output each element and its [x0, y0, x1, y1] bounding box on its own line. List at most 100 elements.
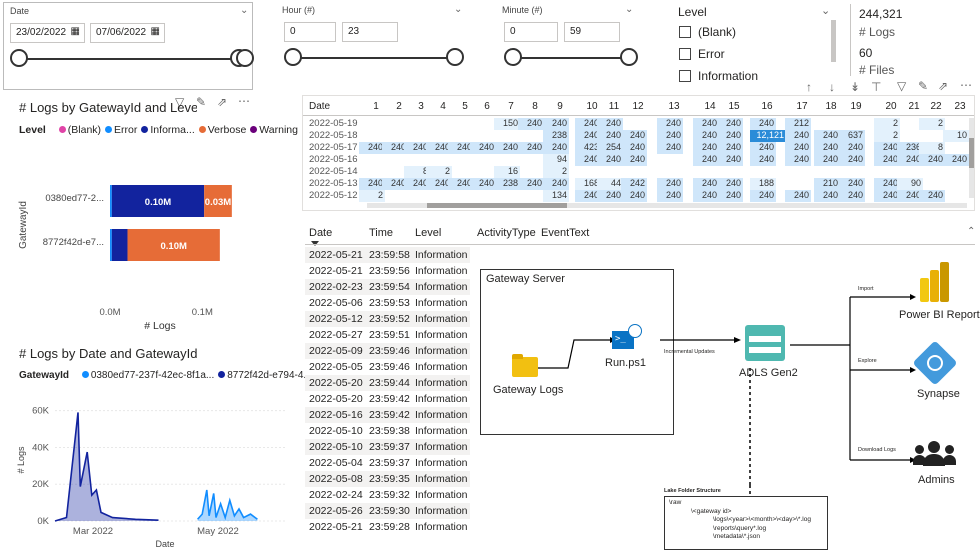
matrix-cell[interactable]: 240 [943, 154, 969, 166]
matrix-cell[interactable]: 240 [518, 142, 544, 154]
matrix-cell[interactable]: 240 [621, 130, 647, 142]
matrix-cell[interactable]: 240 [470, 178, 496, 190]
matrix-cell[interactable]: 240 [597, 154, 623, 166]
matrix-cell[interactable]: 10 [943, 130, 969, 142]
date-to-input[interactable]: 07/06/2022▦ [90, 23, 165, 43]
matrix-cell[interactable]: 240 [750, 154, 776, 166]
matrix-cell[interactable]: 2 [874, 130, 900, 142]
matrix-col-header-6[interactable]: 6 [484, 101, 490, 112]
matrix-cell[interactable]: 240 [717, 178, 743, 190]
matrix-cell[interactable]: 254 [597, 142, 623, 154]
matrix-col-header-15[interactable]: 15 [728, 101, 740, 112]
matrix-cell[interactable]: 240 [359, 178, 385, 190]
sort-desc-icon[interactable] [311, 241, 319, 246]
level-option-error[interactable]: Error [698, 47, 725, 61]
chevron-down-icon[interactable]: ⌄ [625, 4, 634, 15]
matrix-col-header-2[interactable]: 2 [396, 101, 402, 112]
filter-icon[interactable]: ▽ [897, 79, 907, 93]
matrix-col-header-9[interactable]: 9 [557, 101, 563, 112]
legend-label-0[interactable]: (Blank) [67, 124, 102, 136]
matrix-cell[interactable]: 210 [814, 178, 840, 190]
matrix-col-header-20[interactable]: 20 [885, 101, 897, 112]
matrix-cell[interactable]: 240 [839, 178, 865, 190]
level-option-information[interactable]: Information [698, 69, 759, 83]
matrix-cell[interactable]: 240 [897, 154, 923, 166]
matrix-cell[interactable]: 240 [426, 142, 452, 154]
line-legend-label-1[interactable]: 8772f42d-e794-4... [227, 370, 312, 381]
legend-label-2[interactable]: Informa... [150, 124, 195, 136]
matrix-cell[interactable]: 240 [426, 178, 452, 190]
matrix-col-header-8[interactable]: 8 [532, 101, 538, 112]
chevron-down-icon[interactable]: ⌄ [240, 5, 249, 16]
matrix-cell[interactable]: 637 [839, 130, 865, 142]
matrix-col-header-17[interactable]: 17 [796, 101, 808, 112]
checkbox-information[interactable] [679, 70, 691, 82]
matrix-cell[interactable]: 240 [404, 142, 430, 154]
matrix-cell[interactable]: 238 [494, 178, 520, 190]
matrix-cell[interactable]: 240 [785, 130, 811, 142]
matrix-cell[interactable]: 240 [874, 142, 900, 154]
focus-mode-icon[interactable]: ⇗ [938, 79, 949, 93]
hour-to-input[interactable]: 23 [342, 22, 398, 42]
matrix-cell[interactable]: 16 [494, 166, 520, 178]
matrix-cell[interactable]: 8 [919, 142, 945, 154]
matrix-cell[interactable]: 240 [621, 154, 647, 166]
matrix-row-date[interactable]: 2022-05-18 [309, 130, 358, 141]
matrix-cell[interactable]: 240 [657, 178, 683, 190]
matrix-cell[interactable]: 240 [919, 154, 945, 166]
collapse-icon[interactable]: ⌃ [967, 226, 976, 237]
matrix-cell[interactable]: 240 [575, 118, 601, 130]
matrix-cell[interactable]: 240 [470, 142, 496, 154]
matrix-cell[interactable]: 8 [404, 166, 430, 178]
minute-from-input[interactable]: 0 [504, 22, 558, 42]
matrix-cell[interactable]: 240 [575, 154, 601, 166]
matrix-cell[interactable]: 240 [874, 190, 900, 202]
matrix-cell[interactable]: 240 [657, 130, 683, 142]
matrix-cell[interactable]: 236 [897, 142, 923, 154]
matrix-cell[interactable]: 240 [717, 154, 743, 166]
matrix-cell[interactable]: 240 [657, 142, 683, 154]
matrix-cell[interactable]: 240 [897, 190, 923, 202]
matrix-cell[interactable]: 240 [657, 118, 683, 130]
matrix-row-date[interactable]: 2022-05-14 [309, 166, 358, 177]
arrow-down-icon[interactable]: ↓ [829, 80, 835, 94]
matrix-row-date[interactable]: 2022-05-13 [309, 178, 358, 189]
matrix-col-header-10[interactable]: 10 [586, 101, 598, 112]
matrix-row-date[interactable]: 2022-05-16 [309, 154, 358, 165]
matrix-cell[interactable]: 240 [543, 142, 569, 154]
matrix-cell[interactable]: 2 [359, 190, 385, 202]
matrix-col-header-18[interactable]: 18 [825, 101, 837, 112]
matrix-cell[interactable]: 240 [693, 130, 719, 142]
hour-slider-end-handle[interactable] [446, 48, 464, 66]
matrix-col-header-23[interactable]: 23 [954, 101, 966, 112]
matrix-cell[interactable]: 240 [518, 178, 544, 190]
col-header-date[interactable]: Date [309, 227, 333, 239]
matrix-cell[interactable]: 240 [575, 130, 601, 142]
more-options-icon[interactable]: ⋯ [960, 78, 972, 92]
minute-slider-start-handle[interactable] [504, 48, 522, 66]
filter-icon[interactable]: ▽ [175, 95, 185, 109]
chevron-down-icon[interactable]: ⌄ [454, 4, 463, 15]
matrix-cell[interactable]: 240 [693, 190, 719, 202]
matrix-cell[interactable]: 2 [543, 166, 569, 178]
matrix-cell[interactable]: 94 [543, 154, 569, 166]
matrix-cell[interactable]: 188 [750, 178, 776, 190]
matrix-cell[interactable]: 212 [785, 118, 811, 130]
matrix-cell[interactable]: 2 [426, 166, 452, 178]
matrix-cell[interactable]: 240 [839, 190, 865, 202]
matrix-cell[interactable]: 240 [874, 178, 900, 190]
checkbox-error[interactable] [679, 48, 691, 60]
matrix-cell[interactable]: 238 [543, 130, 569, 142]
matrix-col-header-7[interactable]: 7 [508, 101, 514, 112]
col-header-eventtext[interactable]: EventText [541, 227, 590, 239]
date-from-input[interactable]: 23/02/2022▦ [10, 23, 85, 43]
